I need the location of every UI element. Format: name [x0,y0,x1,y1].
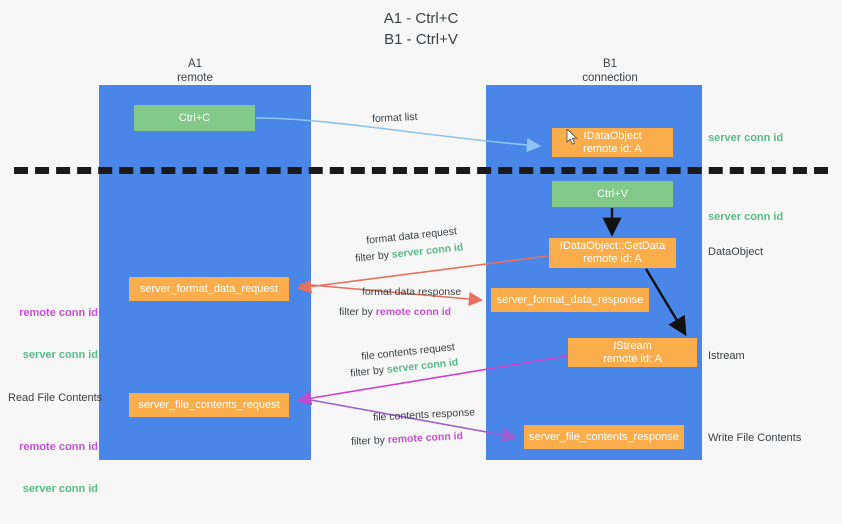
annotation-conn-ids-upper: remote conn id server conn id [10,278,98,390]
node-ctrl-c[interactable]: Ctrl+C [134,105,255,131]
node-idataobject-remote[interactable]: IDataObject remote id: A [552,128,673,157]
annotation-remote-conn-id: remote conn id [19,307,98,319]
remote-conn-id-token: remote conn id [387,430,464,446]
node-server-format-data-request[interactable]: server_format_data_request [129,277,289,301]
filter-prefix: filter by [349,363,388,380]
node-ctrl-v[interactable]: Ctrl+V [552,181,673,207]
annotation-server-conn-id-top: server conn id [708,132,784,144]
remote-conn-id-token: remote conn id [375,306,452,318]
filter-prefix: filter by [350,434,389,448]
arrow-layer [255,117,687,443]
annotation-server-conn-id: server conn id [22,349,98,361]
edge-label-format-list: format list [371,110,418,126]
column-header-a1: A1 remote [177,58,213,84]
filter-prefix: filter by [354,248,393,265]
node-server-format-data-response[interactable]: server_format_data_response [491,288,649,312]
annotation-istream: Istream [708,350,745,362]
diagram-canvas: A1 - Ctrl+C B1 - Ctrl+V A1 remote B1 con… [8,10,828,495]
page-title: A1 - Ctrl+C B1 - Ctrl+V [383,10,459,48]
annotation-remote-conn-id: remote conn id [19,441,98,453]
edge-filter-format-data-response: filter by remote conn id [339,305,451,319]
annotation-server-conn-id: server conn id [22,483,98,495]
edge-label-format-data-response: format data response [362,286,462,298]
node-idataobject-getdata[interactable]: IDataObject::GetData remote id: A [549,238,676,268]
node-server-file-contents-response[interactable]: server_file_contents_response [524,425,684,449]
column-header-b1: B1 connection [582,58,638,84]
annotation-dataobject: DataObject [708,246,764,258]
annotation-write-file-contents: Write File Contents [708,432,802,444]
annotation-conn-ids-lower: remote conn id server conn id [10,412,98,524]
filter-prefix: filter by [339,306,376,318]
machine-boundary-divider [14,167,828,174]
node-server-file-contents-request[interactable]: server_file_contents_request [129,393,289,417]
annotation-server-conn-id-mid: server conn id [708,211,784,223]
node-istream[interactable]: IStream remote id: A [568,338,697,367]
annotation-read-file-contents: Read File Contents [8,392,103,404]
